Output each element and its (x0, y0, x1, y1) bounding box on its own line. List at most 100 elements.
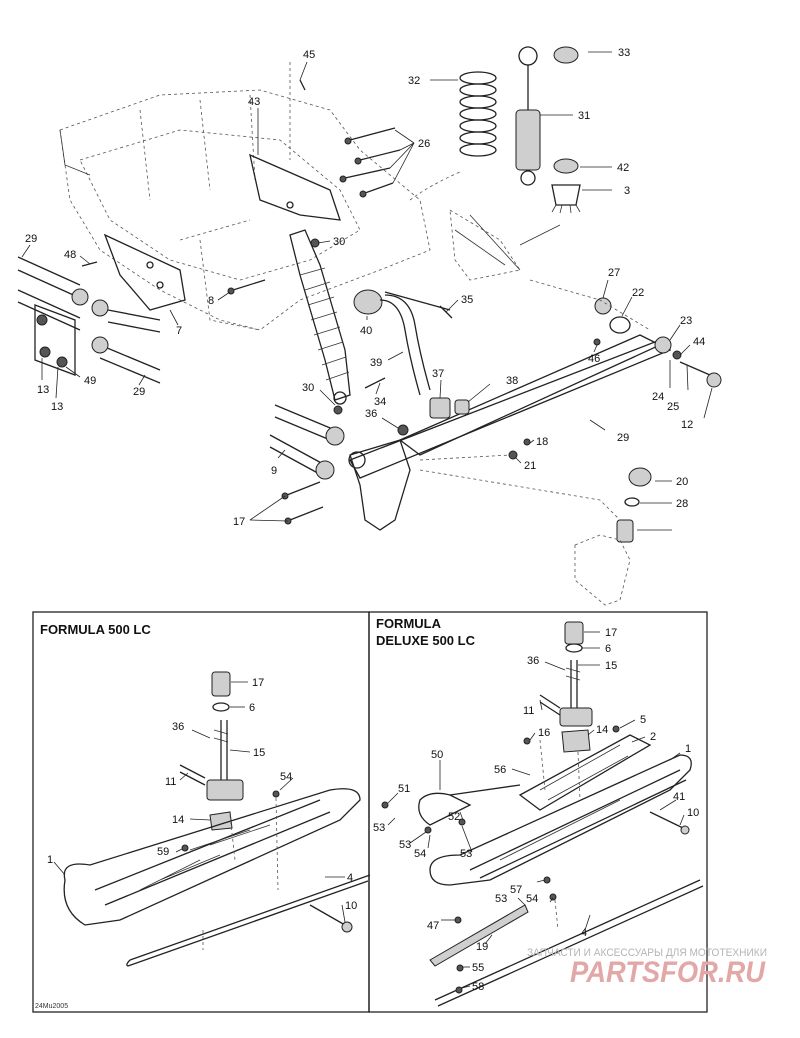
callout: 24 (652, 391, 664, 403)
callout: 37 (432, 368, 444, 380)
right-panel-frame (368, 611, 708, 1013)
callout: 48 (64, 249, 76, 261)
callout: 42 (617, 162, 629, 174)
callout: 11 (165, 776, 176, 788)
mount-bracket (249, 127, 401, 221)
callout: 4 (347, 872, 353, 884)
callout: 36 (365, 408, 377, 420)
callout: 53 (373, 822, 385, 834)
chassis-frame-outline (59, 89, 431, 331)
callout: 28 (676, 498, 688, 510)
callout: 45 (303, 49, 315, 61)
callout: 17 (605, 627, 617, 639)
callout: 25 (667, 401, 679, 413)
left-panel-title: FORMULA 500 LC (40, 622, 151, 637)
watermark-logo: PARTSFOR.RU (570, 956, 766, 989)
callout: 8 (208, 295, 214, 307)
callout: 34 (374, 396, 386, 408)
callout: 32 (408, 75, 420, 87)
shock-upper-mount (449, 209, 561, 281)
right-panel-title-line1: FORMULA (376, 616, 442, 631)
callout: 2 (650, 731, 656, 743)
callout: 56 (494, 764, 506, 776)
left-panel-frame (32, 611, 370, 1013)
callout: 29 (133, 386, 145, 398)
right-panel-title-line2: DELUXE 500 LC (376, 633, 476, 648)
callout: 15 (253, 747, 265, 759)
right-ski-assembly (381, 621, 704, 1007)
callout: 23 (680, 315, 692, 327)
callout: 15 (605, 660, 617, 672)
callout: 54 (526, 893, 538, 905)
callout: 21 (524, 460, 536, 472)
front-plate (103, 233, 186, 311)
shock-absorber (289, 229, 351, 405)
callout: 49 (84, 375, 96, 387)
callout: 38 (506, 375, 518, 387)
callout: 44 (693, 336, 705, 348)
callout: 27 (608, 267, 620, 279)
callout: 29 (25, 233, 37, 245)
callout: 53 (399, 839, 411, 851)
callout: 50 (431, 749, 443, 761)
top-callouts: 45 33 32 31 43 26 42 3 29 48 30 27 22 8 … (21, 47, 713, 531)
callout: 53 (460, 848, 472, 860)
coil-spring (459, 71, 497, 157)
callout: 17 (252, 677, 264, 689)
callout: 55 (472, 962, 484, 974)
callout: 3 (624, 185, 630, 197)
callout: 5 (640, 714, 646, 726)
callout: 1 (685, 743, 691, 755)
watermark-tagline: ЗАПЧАСТИ И АКСЕССУАРЫ ДЛЯ МОТОТЕХНИКИ (527, 947, 767, 959)
callout: 14 (172, 814, 184, 826)
callout: 43 (248, 96, 260, 108)
callout: 51 (398, 783, 410, 795)
callout: 40 (360, 325, 372, 337)
right-callouts: 17 6 36 15 11 14 5 16 2 50 56 1 51 41 10… (373, 627, 699, 993)
callout: 30 (333, 236, 345, 248)
left-ski-assembly (63, 671, 371, 967)
callout: 13 (51, 401, 63, 413)
callout: 1 (47, 854, 53, 866)
callout: 4 (581, 927, 587, 939)
callout: 39 (370, 357, 382, 369)
assembly-guides (179, 62, 651, 521)
callout: 54 (280, 771, 292, 783)
callout: 19 (476, 941, 488, 953)
arm-hardware (593, 297, 722, 388)
callout: 59 (157, 846, 169, 858)
small-hardware (81, 79, 531, 525)
callout: 6 (605, 643, 611, 655)
callout: 13 (37, 384, 49, 396)
spindle-parts (574, 467, 652, 606)
callout: 6 (249, 702, 255, 714)
callout: 10 (345, 900, 357, 912)
callout: 18 (536, 436, 548, 448)
callout: 35 (461, 294, 473, 306)
sway-bar-link (353, 289, 470, 419)
callout: 54 (414, 848, 426, 860)
drawing-code: 24Mu2005 (35, 1003, 68, 1010)
cross-shafts (17, 256, 345, 480)
callout: 7 (176, 325, 182, 337)
callout: 46 (588, 353, 600, 365)
callout: 30 (302, 382, 314, 394)
callout: 22 (632, 287, 644, 299)
suspension-arm (348, 334, 672, 531)
callout: 29 (617, 432, 629, 444)
callout: 14 (596, 724, 608, 736)
callout: 41 (673, 791, 685, 803)
callout: 57 (510, 884, 522, 896)
callout: 17 (233, 516, 245, 528)
callout: 16 (538, 727, 550, 739)
callout: 47 (427, 920, 439, 932)
callout: 10 (687, 807, 699, 819)
callout: 20 (676, 476, 688, 488)
callout: 53 (495, 893, 507, 905)
callout: 11 (523, 705, 534, 717)
front-shock (515, 46, 541, 186)
spring-caps (551, 46, 581, 214)
callout: 33 (618, 47, 630, 59)
callout: 31 (578, 110, 590, 122)
